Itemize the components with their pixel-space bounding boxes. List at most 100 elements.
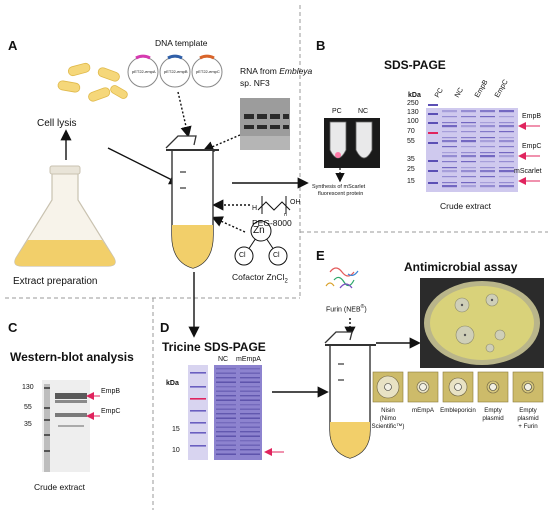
- tricine-marker-band: [190, 422, 206, 424]
- sds-lane-band: [499, 110, 514, 113]
- tricine-lane-band: [240, 408, 260, 410]
- sds-marker-band: [428, 142, 438, 144]
- sample-well-images: [372, 371, 544, 403]
- sds-lane-band: [499, 131, 514, 133]
- sample-label-3-line1: Embleporicin: [440, 407, 476, 414]
- furin-protein-icon: [325, 267, 359, 289]
- panel-letter-b: B: [316, 38, 326, 53]
- sds-lane-band: [461, 182, 476, 184]
- band-label-empc: EmpC: [522, 143, 542, 150]
- sds-lane-band: [499, 170, 514, 173]
- tricine-lane-band: [240, 372, 260, 374]
- sds-marker-band: [428, 160, 438, 162]
- sds-lane-band: [480, 137, 495, 139]
- sds-lane-band: [461, 161, 476, 163]
- tricine-lane-band: [240, 377, 260, 379]
- sds-marker-250: 250: [407, 100, 419, 107]
- sds-lane-band: [499, 146, 514, 148]
- sds-lane-band: [442, 167, 457, 169]
- sample-well: [524, 383, 532, 391]
- sample-label-1-line1: Nisin: [381, 407, 395, 414]
- rna-source-line1: RNA from Embleya: [240, 66, 313, 76]
- extract-preparation-label: Extract preparation: [13, 276, 98, 287]
- sds-lane-band: [442, 170, 457, 173]
- tricine-lane-band: [240, 422, 260, 424]
- sds-marker-15: 15: [407, 178, 415, 185]
- tricine-lane-band: [240, 453, 260, 455]
- sample-label-5-line2: plasmid: [517, 415, 539, 422]
- sds-marker-55: 55: [407, 138, 415, 145]
- cl-atom-left: Cl: [239, 252, 246, 259]
- peg-structure-icon: [257, 196, 291, 214]
- sample-label-4-line1: Empty: [484, 407, 502, 414]
- peg-label: PEG-8000: [252, 218, 292, 228]
- tricine-lane-band: [216, 449, 236, 451]
- antimicrobial-title: Antimicrobial assay: [404, 260, 518, 274]
- panel-dividers: [5, 5, 548, 510]
- tricine-lane-band: [216, 372, 236, 374]
- furin-label: Furin (NEB®): [326, 304, 367, 314]
- sds-marker-100: 100: [407, 118, 419, 125]
- sds-lane-band: [442, 152, 457, 154]
- wb-marker-130: 130: [22, 384, 34, 391]
- tricine-marker-band: [190, 398, 206, 400]
- synthesis-label-line2: fluorescent protein: [318, 191, 364, 197]
- sds-lane-band: [461, 116, 476, 118]
- sds-red-arrows: [518, 122, 540, 185]
- tricine-marker-15: 15: [172, 426, 180, 433]
- sds-lane-band: [442, 155, 457, 158]
- sds-lane-band: [480, 152, 495, 154]
- sample-label-5-line3: + Furin: [518, 423, 538, 430]
- tube-label-pc: PC: [332, 108, 342, 115]
- cl-atom-right: Cl: [273, 252, 280, 259]
- sds-lane-band: [442, 146, 457, 148]
- sds-lane-band: [499, 122, 514, 124]
- tricine-lane-mempa: mEmpA: [236, 356, 261, 363]
- sample-label-2-line1: mEmpA: [411, 407, 434, 414]
- assay-tube-icon: [324, 331, 376, 459]
- sds-lane-band: [442, 137, 457, 139]
- peg-h: H: [252, 205, 258, 212]
- tricine-marker-band: [190, 372, 206, 374]
- sds-marker-band: [428, 132, 438, 134]
- tricine-gel: [188, 365, 262, 460]
- sds-lane-band: [442, 140, 457, 143]
- sds-lane-band: [442, 131, 457, 133]
- rna-gel-image: [240, 98, 290, 150]
- sds-lane-band: [499, 161, 514, 163]
- sds-marker-25: 25: [407, 166, 415, 173]
- tricine-lane-band: [240, 417, 260, 419]
- sds-lane-band: [480, 122, 495, 124]
- zncl2-structure-icon: [234, 220, 288, 266]
- sds-marker-band: [428, 182, 438, 184]
- sds-lane-band: [442, 176, 457, 178]
- plasmid-label-a: pET22-empA: [132, 69, 156, 74]
- sds-lane-band: [480, 146, 495, 148]
- sample-well: [419, 383, 427, 391]
- reaction-tube-icon: [165, 135, 219, 269]
- tricine-lane-band: [240, 440, 260, 442]
- sample-well: [454, 383, 462, 391]
- sds-lane-band: [442, 116, 457, 118]
- sds-lane-band: [480, 161, 495, 163]
- plasmid-icons: [127, 54, 223, 88]
- sds-lane-band: [442, 182, 457, 184]
- dna-template-label: DNA template: [155, 38, 208, 48]
- tricine-lane-band: [240, 449, 260, 451]
- tricine-lane-band: [240, 431, 260, 433]
- zn-atom: Zn: [253, 225, 265, 236]
- sample-label-1-line3: Scientific™): [371, 423, 405, 430]
- sds-lane-band: [461, 155, 476, 158]
- sds-lane-band: [461, 122, 476, 124]
- flask-icon: [14, 165, 116, 267]
- tricine-lane-band: [240, 368, 260, 370]
- tricine-lane-band: [240, 404, 260, 406]
- sds-lane-band: [499, 185, 514, 188]
- tricine-marker-band: [190, 445, 206, 447]
- tricine-lane-band: [240, 413, 260, 415]
- sds-marker-35: 35: [407, 156, 415, 163]
- cell-lysis-label: Cell lysis: [37, 118, 77, 129]
- band-label-mscarlet: mScarlet: [514, 168, 542, 175]
- sds-kda-label: kDa: [408, 92, 421, 99]
